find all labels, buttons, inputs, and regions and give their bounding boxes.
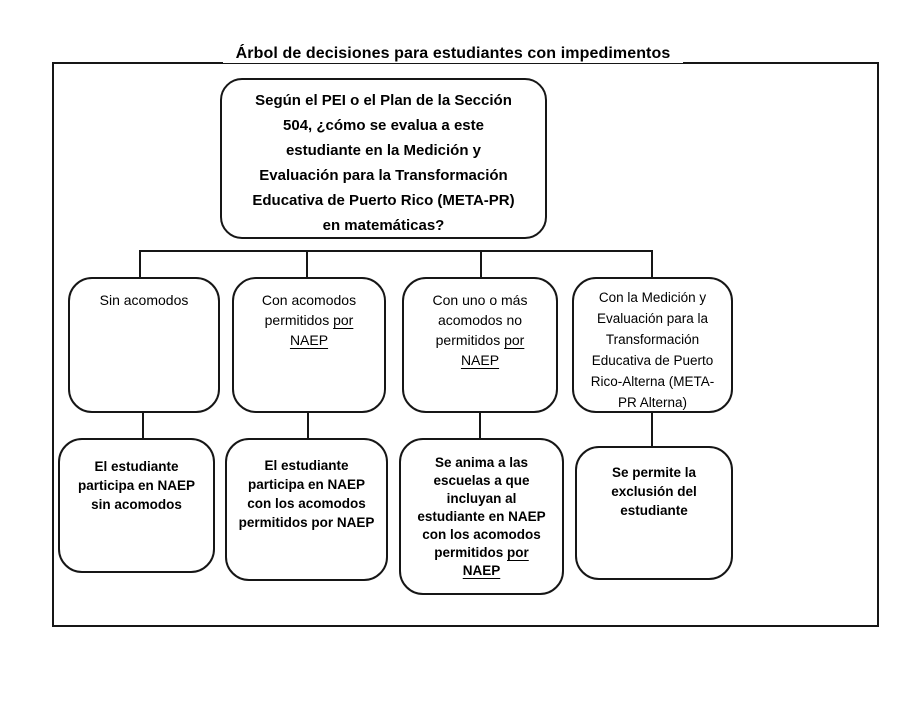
diagram-title: Árbol de decisiones para estudiantes con… bbox=[222, 45, 684, 63]
root-question-box: Según el PEI o el Plan de la Sección 504… bbox=[220, 78, 547, 239]
outcome-box-exclusion: Se permite la exclusión del estudiante bbox=[575, 446, 733, 580]
outcome-label-participa-sin-acomodos: El estudiante participa en NAEP sin acom… bbox=[77, 459, 196, 512]
connector-drop-branch-3 bbox=[480, 250, 482, 279]
outcome-label-participa-con-acomodos: El estudiante participa en NAEP con los … bbox=[238, 458, 375, 530]
connector-drop-branch-2 bbox=[306, 250, 308, 279]
outcome-box-participa-sin-acomodos: El estudiante participa en NAEP sin acom… bbox=[58, 438, 215, 573]
connector-horizontal bbox=[139, 250, 653, 252]
branch-box-meta-pr-alterna: Con la Medición y Evaluación para la Tra… bbox=[572, 277, 733, 413]
outcome3-line1: Se anima a las bbox=[434, 455, 529, 470]
connector-stem-outcome-4 bbox=[651, 412, 653, 447]
connector-stem-outcome-1 bbox=[142, 412, 144, 439]
branch2-underlined-naep: NAEP bbox=[289, 332, 329, 348]
connector-drop-branch-1 bbox=[139, 250, 141, 279]
branch2-line1: Con acomodos bbox=[261, 292, 357, 308]
outcome3-line2: escuelas a que bbox=[433, 473, 530, 488]
outcome-box-se-anima-escuelas: Se anima a las escuelas a que incluyan al e… bbox=[399, 438, 564, 595]
branch3-line3: permitidos bbox=[435, 332, 505, 348]
branch-label-meta-pr-alterna: Con la Medición y Evaluación para la Tra… bbox=[590, 290, 715, 410]
branch3-underlined-naep: NAEP bbox=[460, 352, 500, 368]
outcome3-line3: incluyan al bbox=[446, 491, 517, 506]
branch2-underlined-por: por bbox=[333, 312, 354, 328]
branch-label-sin-acomodos: Sin acomodos bbox=[99, 292, 189, 308]
outcome-box-participa-con-acomodos: El estudiante participa en NAEP con los … bbox=[225, 438, 388, 581]
branch3-line1: Con uno o más bbox=[432, 292, 528, 308]
branch3-underlined-por: por bbox=[504, 332, 525, 348]
outcome3-underlined-naep: NAEP bbox=[462, 563, 501, 578]
outcome3-line4: estudiante en NAEP bbox=[417, 509, 546, 524]
connector-stem-outcome-3 bbox=[479, 412, 481, 439]
outcome3-underlined-por: por bbox=[507, 545, 529, 560]
outcome3-line6: permitidos bbox=[434, 545, 507, 560]
branch-box-sin-acomodos: Sin acomodos bbox=[68, 277, 220, 413]
connector-stem-outcome-2 bbox=[307, 412, 309, 439]
root-question-text: Según el PEI o el Plan de la Sección 504… bbox=[252, 92, 515, 234]
branch3-line2: acomodos no bbox=[437, 312, 523, 328]
connector-drop-branch-4 bbox=[651, 250, 653, 279]
branch2-line2: permitidos bbox=[264, 312, 334, 328]
outcome-label-se-anima-escuelas: Se anima a las escuelas a que incluyan al e… bbox=[401, 454, 562, 580]
outcome-label-exclusion: Se permite la exclusión del estudiante bbox=[611, 465, 697, 518]
outcome3-line5: con los acomodos bbox=[422, 527, 541, 542]
